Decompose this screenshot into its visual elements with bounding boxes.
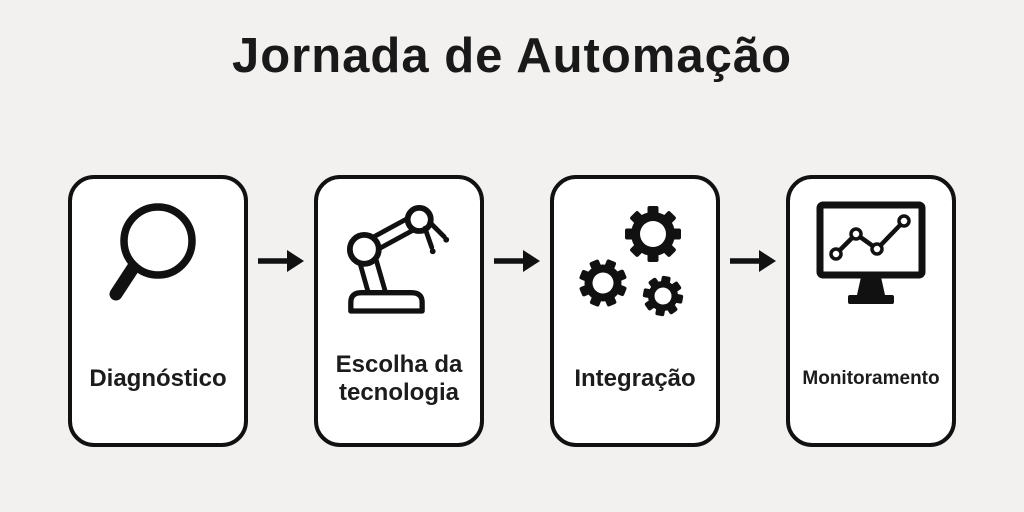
flow-step-monitoramento: Monitoramento <box>786 175 956 447</box>
robot-arm-icon <box>318 201 480 316</box>
magnifier-icon <box>72 201 244 313</box>
step-label: Diagnóstico <box>89 364 227 392</box>
monitor-chart-icon <box>790 201 952 305</box>
arrow-right-icon <box>730 250 776 272</box>
arrow-right-icon <box>494 250 540 272</box>
flow-step-integracao: Integração <box>550 175 720 447</box>
gears-icon <box>554 201 716 319</box>
flow-step-escolha-tecnologia: Escolha da tecnologia <box>314 175 484 447</box>
flow-connector <box>720 248 786 274</box>
flow-connector <box>248 248 314 274</box>
page-title: Jornada de Automação <box>231 29 793 83</box>
flow-connector <box>484 248 550 274</box>
arrow-right-icon <box>258 250 304 272</box>
flow-row: Diagnóstico <box>0 175 1024 447</box>
step-label: Integração <box>574 364 696 392</box>
step-label: Escolha da tecnologia <box>335 350 463 406</box>
flow-step-diagnostico: Diagnóstico <box>68 175 248 447</box>
step-label: Monitoramento <box>802 367 940 389</box>
